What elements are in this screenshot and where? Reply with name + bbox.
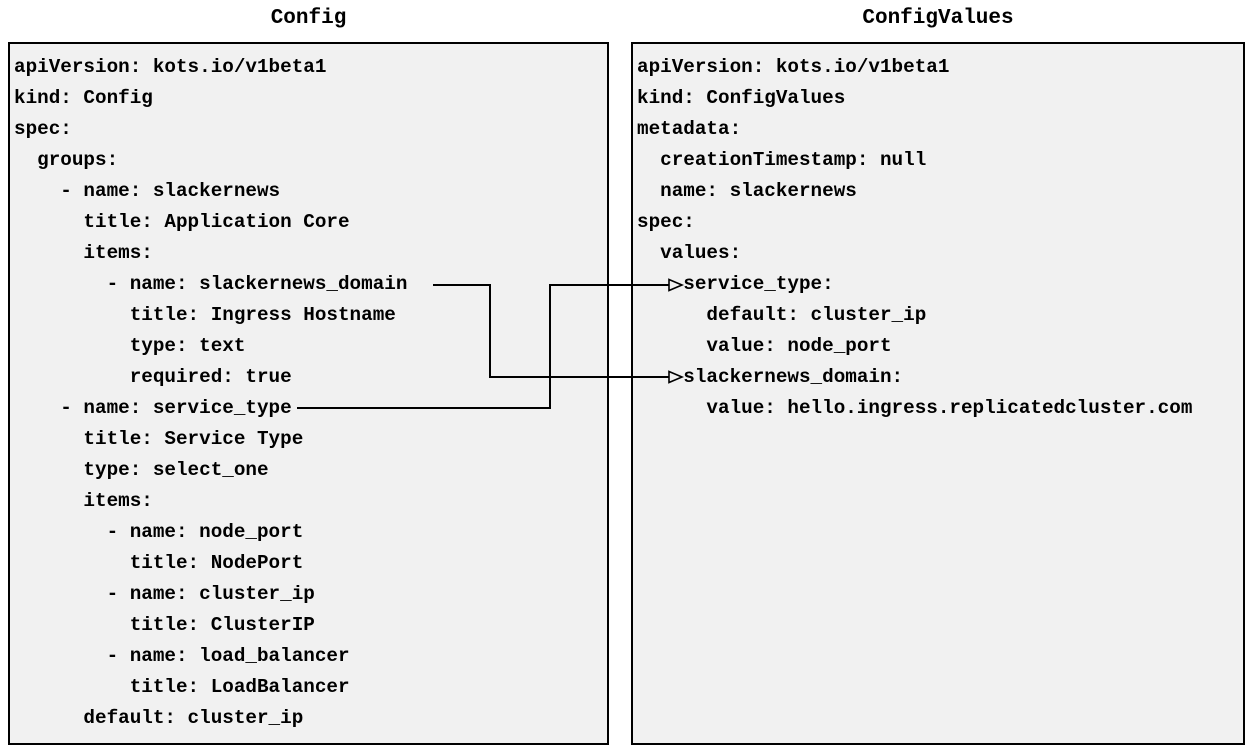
configvalues-panel: apiVersion: kots.io/v1beta1 kind: Config… (631, 42, 1245, 745)
config-panel: apiVersion: kots.io/v1beta1 kind: Config… (8, 42, 609, 745)
config-panel-title: Config (270, 7, 347, 30)
config-yaml-code: apiVersion: kots.io/v1beta1 kind: Config… (14, 56, 408, 729)
configvalues-panel-title: ConfigValues (862, 7, 1014, 30)
configvalues-yaml-code: apiVersion: kots.io/v1beta1 kind: Config… (637, 56, 1193, 419)
